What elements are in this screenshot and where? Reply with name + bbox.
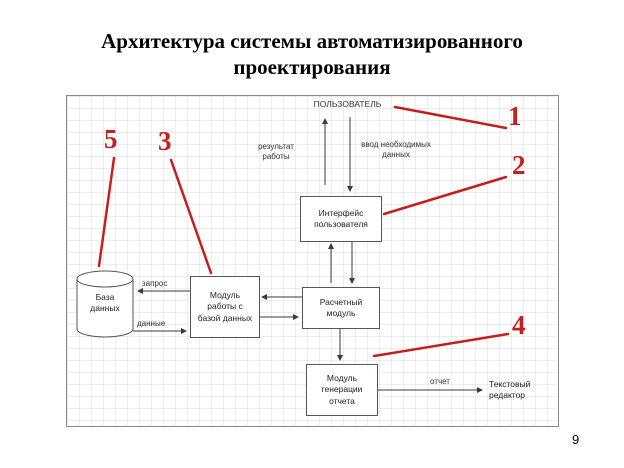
db-module-box: Модуль работы с базой данных: [190, 276, 260, 338]
slide-title: Архитектура системы автоматизированного …: [101, 29, 523, 80]
database-label: База данных: [90, 292, 120, 314]
callout-3: 3: [158, 126, 172, 156]
input-label: ввод необходимых данных: [361, 140, 431, 159]
callout-1: 1: [508, 101, 522, 131]
calc-module-box: Расчетный модуль: [302, 287, 380, 329]
diagram-frame: [66, 95, 559, 427]
text-editor-label: Текстовый редактор: [489, 379, 531, 401]
page-number: 9: [572, 432, 580, 447]
callout-5: 5: [104, 124, 118, 154]
query-label: запрос: [142, 279, 168, 288]
result-label: результат работы: [258, 142, 294, 161]
report-module-box: Модуль генерации отчета: [306, 364, 378, 416]
user-label: ПОЛЬЗОВАТЕЛЬ: [313, 99, 382, 109]
interface-box: Интерфейс пользователя: [300, 196, 382, 242]
report-label: отчет: [430, 377, 450, 386]
data-label: данные: [137, 319, 166, 328]
callout-4: 4: [512, 310, 526, 340]
callout-2: 2: [512, 150, 526, 180]
